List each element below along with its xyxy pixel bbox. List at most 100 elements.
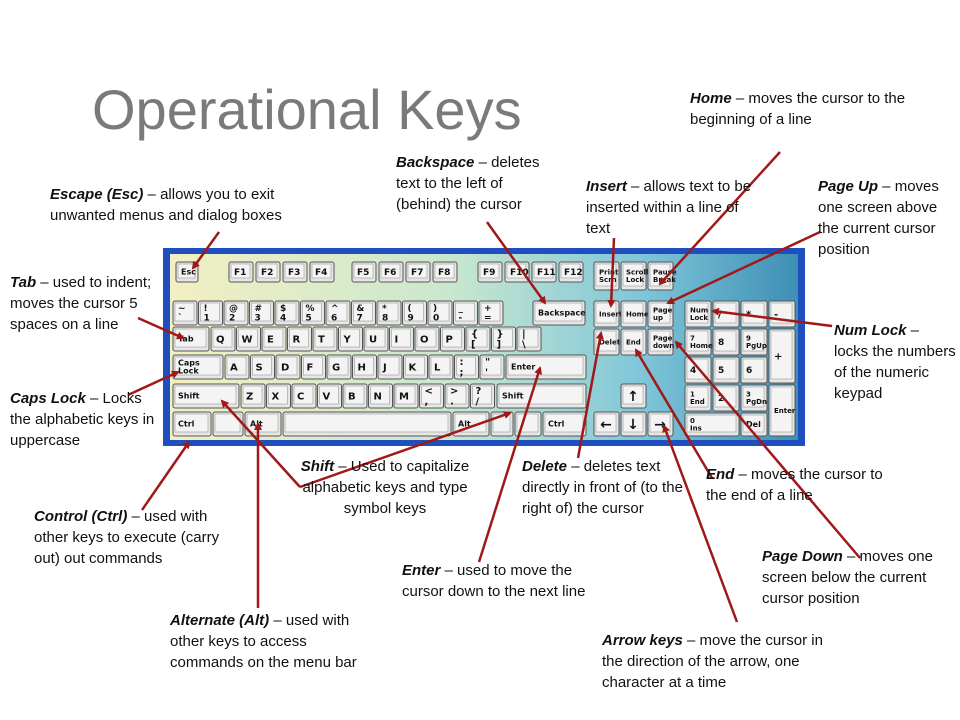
- key-f1: F1: [228, 261, 254, 283]
- key-label: 9: [746, 334, 751, 342]
- key-label: N: [374, 391, 382, 402]
- annotation-pagedown: Page Down – moves one screen below the c…: [762, 548, 933, 607]
- key-symbol: +=: [478, 300, 504, 326]
- key-label: Backspace: [538, 309, 586, 318]
- annotation-pageup: Page Up – moves one screen above the cur…: [818, 178, 939, 258]
- key-4: $4: [274, 300, 300, 326]
- key-label: ): [433, 304, 437, 314]
- key-label: F: [307, 362, 314, 373]
- key-label: Ins: [690, 424, 702, 432]
- annotation-backspace: Backspace – deletes text to the left of …: [396, 154, 540, 213]
- key-label: Enter: [774, 407, 796, 415]
- key-z: Z: [240, 383, 266, 409]
- key-label: End: [690, 398, 705, 406]
- key-f5: F5: [351, 261, 377, 283]
- key-home: Home: [620, 300, 649, 328]
- annotation-home: Home – moves the cursor to the beginning…: [690, 90, 906, 128]
- key-symbol: >.: [444, 383, 470, 409]
- key-shift: Shift: [496, 383, 587, 409]
- key-label: R: [293, 334, 301, 345]
- key-label: !: [204, 304, 208, 314]
- key-blank: [593, 411, 620, 437]
- key-o: O: [414, 326, 440, 352]
- key-g: G: [326, 354, 352, 380]
- key-label: `: [178, 313, 183, 324]
- key-blank: [620, 411, 647, 437]
- key-label: Insert: [599, 310, 623, 318]
- key-label: 3: [746, 390, 751, 398]
- key-label: Shift: [178, 392, 200, 401]
- key-label: ]: [497, 339, 502, 350]
- key-label: ': [485, 367, 488, 378]
- key-label: M: [399, 391, 409, 402]
- key-p: P: [440, 326, 465, 352]
- key-5: 5: [712, 356, 740, 384]
- key-v: V: [317, 383, 342, 409]
- key-label: Esc: [181, 268, 196, 277]
- key-label: ": [485, 357, 490, 368]
- key-label: =: [484, 314, 492, 324]
- key-6: ^6: [325, 300, 351, 326]
- key-label: (: [408, 304, 412, 314]
- key-label: }: [497, 329, 504, 340]
- key-s: S: [250, 354, 275, 380]
- key-label: 6: [331, 314, 337, 324]
- key-label: T: [318, 334, 325, 345]
- key-label: Tab: [178, 335, 194, 344]
- key-label: Caps: [178, 358, 200, 367]
- callout-arrow-end: [634, 348, 714, 479]
- key-label: Y: [343, 334, 352, 345]
- key-label: Lock: [178, 367, 199, 376]
- key-6: 6: [740, 356, 768, 384]
- arrow-up-icon: ↑: [627, 389, 639, 405]
- key-label: Page: [653, 306, 673, 314]
- key-label: Alt: [458, 420, 471, 429]
- key-insert: Insert: [593, 300, 623, 328]
- key-label: PgDn: [746, 398, 767, 406]
- key-label: 6: [746, 366, 752, 376]
- key-delete: Delete: [593, 328, 625, 356]
- key-w: W: [236, 326, 261, 352]
- key-t: T: [312, 326, 338, 352]
- annotation-enter: Enter – used to move the cursor down to …: [402, 562, 586, 600]
- callout-arrow-home: [658, 151, 781, 286]
- arrow-left-icon: ←: [600, 417, 612, 433]
- key-label: U: [369, 334, 377, 345]
- key-label: Scroll: [626, 268, 648, 276]
- key-label: K: [409, 362, 418, 373]
- key-label: Ctrl: [178, 420, 195, 429]
- key-f8: F8: [432, 261, 458, 283]
- key-f10: F10: [504, 261, 530, 283]
- key-label: Lock: [690, 314, 708, 322]
- key-label: PgUp: [746, 342, 767, 350]
- callout-arrow-shift: [220, 399, 301, 488]
- key-9: (9: [402, 300, 427, 326]
- key-label: ?: [476, 386, 482, 397]
- key-label: 7: [357, 314, 363, 324]
- key-label: F10: [510, 268, 529, 278]
- key-label: Del: [746, 420, 761, 429]
- key-f6: F6: [378, 261, 404, 283]
- key-shift: Shift: [172, 383, 240, 409]
- key-j: J: [377, 354, 403, 380]
- key-label: <: [425, 386, 433, 397]
- key-label: Shift: [502, 392, 524, 401]
- key-label: 1: [690, 390, 695, 398]
- key-label: $: [280, 304, 286, 314]
- key-label: :: [460, 357, 464, 368]
- key-e: E: [261, 326, 287, 352]
- key-label: Num: [690, 306, 708, 314]
- key-m: M: [393, 383, 419, 409]
- annotation-end: End – moves the cursor to the end of a l…: [706, 466, 883, 504]
- key-label: .: [450, 396, 454, 407]
- key-label: Q: [216, 334, 225, 345]
- key-symbol: "': [479, 354, 505, 380]
- key-label: 2: [229, 314, 235, 324]
- key-label: V: [323, 391, 331, 402]
- key-label: *: [382, 304, 387, 314]
- key-label: ^: [331, 304, 339, 314]
- key-label: @: [229, 304, 238, 314]
- key-3: #3: [249, 300, 274, 326]
